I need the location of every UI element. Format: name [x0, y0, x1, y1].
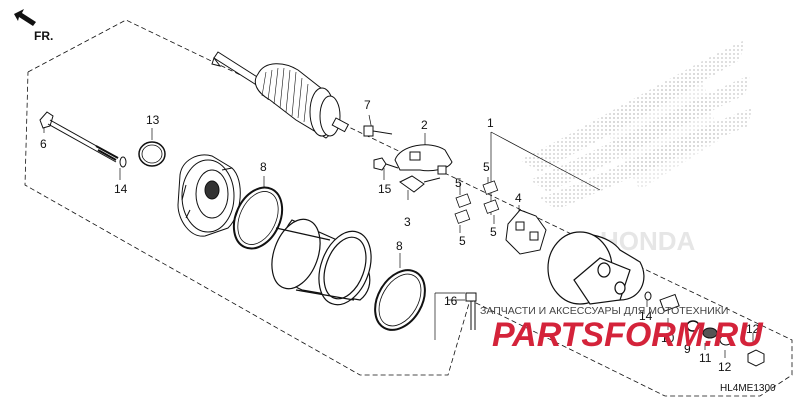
armature: [211, 51, 350, 139]
part-number-1: 1: [487, 116, 494, 130]
direction-label: FR.: [34, 29, 53, 43]
washer-right: [644, 291, 652, 301]
motor-yoke: [271, 218, 372, 306]
nut-12: [747, 349, 765, 367]
part-number-9: 9: [684, 342, 691, 356]
part-number-8a: 8: [260, 160, 267, 174]
brush-3: [399, 175, 441, 193]
screw-7: [363, 125, 393, 137]
diagram-code: HL4ME1300: [720, 383, 776, 394]
o-ring-9: [686, 320, 700, 332]
leader-lines: [43, 114, 754, 358]
part-number-5d: 5: [490, 225, 497, 239]
bolt-16: [465, 292, 477, 330]
part-number-5b: 5: [455, 176, 462, 190]
o-ring-upper: [232, 186, 284, 250]
through-bolt: [39, 111, 119, 163]
front-direction-arrow-icon: [14, 9, 36, 26]
part-number-5c: 5: [459, 234, 466, 248]
part-number-3: 3: [404, 215, 411, 229]
part-number-12b: 12: [746, 322, 760, 336]
part-number-13: 13: [146, 113, 160, 127]
brush-assembly-4: [505, 209, 547, 255]
washer-left: [119, 156, 127, 168]
part-number-5a: 5: [483, 160, 490, 174]
watermark-caption: ЗАПЧАСТИ И АКСЕССУАРЫ ДЛЯ МОТОТЕХНИКИ: [480, 305, 728, 317]
part-number-10: 10: [661, 331, 675, 345]
part-number-11: 11: [699, 351, 712, 365]
washer-12: [719, 334, 733, 346]
rear-cover: [547, 231, 645, 305]
o-ring-small: [138, 141, 166, 167]
brush-springs: [454, 180, 500, 224]
part-number-7: 7: [364, 98, 371, 112]
part-number-14a: 14: [114, 182, 128, 196]
honda-wing-watermark: [520, 40, 752, 210]
part-number-12a: 12: [718, 360, 732, 374]
part-number-4: 4: [515, 191, 522, 205]
brush-holder: [394, 144, 453, 175]
part-number-16: 16: [444, 294, 458, 308]
o-ring-lower: [374, 269, 426, 331]
part-number-6: 6: [40, 137, 47, 151]
bolt-15: [373, 157, 399, 171]
part-number-15: 15: [378, 182, 392, 196]
washer-11: [702, 327, 718, 339]
watermark-logo: PARTSFORM.RU: [492, 316, 764, 354]
terminal-insulator-10: [659, 293, 680, 312]
part-number-8b: 8: [396, 239, 403, 253]
part-number-14b: 14: [639, 309, 653, 323]
front-cover: [177, 154, 241, 237]
part-number-2: 2: [421, 118, 428, 132]
